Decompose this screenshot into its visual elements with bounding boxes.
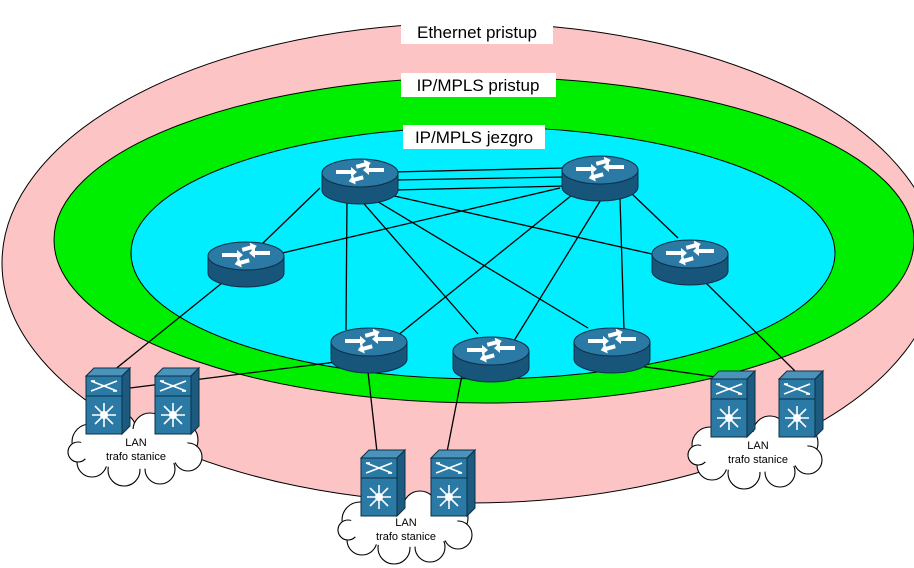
router-icon — [573, 326, 651, 374]
cluster-right-line1: LAN — [747, 440, 768, 452]
multilayer-switch-icon — [85, 367, 131, 435]
mpls-access-label: IP/MPLS pristup — [417, 76, 540, 95]
cluster-middle-line1: LAN — [395, 517, 416, 529]
router-icon — [330, 326, 408, 374]
multilayer-switch-icon — [710, 370, 756, 438]
links — [107, 167, 799, 453]
router-icon — [321, 157, 399, 205]
router-icon — [561, 154, 639, 202]
cluster-middle-line2: trafo stanice — [376, 531, 436, 543]
multilayer-switch-icon — [154, 367, 200, 435]
cluster-right-line2: trafo stanice — [728, 454, 788, 466]
mpls-core-label: IP/MPLS jezgro — [415, 128, 533, 147]
router-icon — [452, 335, 530, 383]
cluster-left-line1: LAN — [125, 437, 146, 449]
ethernet-access-label: Ethernet pristup — [417, 23, 537, 42]
cluster-left-line2: trafo stanice — [106, 451, 166, 463]
router-icon — [207, 240, 285, 288]
multilayer-switch-icon — [778, 370, 824, 438]
router-icon — [651, 238, 729, 286]
multilayer-switch-icon — [430, 449, 476, 517]
multilayer-switch-icon — [360, 449, 406, 517]
